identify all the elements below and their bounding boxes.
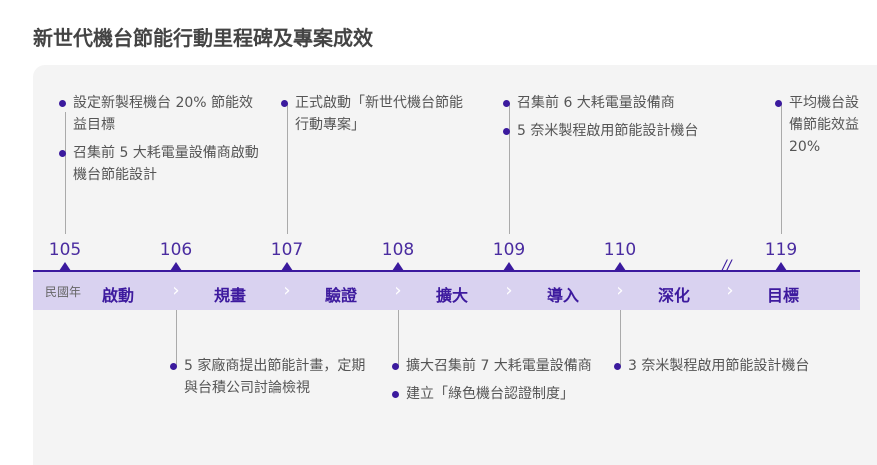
note-item: 擴大召集前 7 大耗電量設備商 <box>392 355 597 377</box>
connector <box>781 103 782 234</box>
year-106: 106 <box>159 240 193 260</box>
year-105: 105 <box>48 240 82 260</box>
phase-label: 驗證 <box>324 286 358 305</box>
marker-icon <box>614 262 626 271</box>
connector <box>287 103 288 234</box>
note-item: 召集前 6 大耗電量設備商 <box>503 92 703 114</box>
era-label: 民國年 <box>45 285 82 299</box>
phase-label: 深化 <box>657 286 691 305</box>
marker-icon <box>775 262 787 271</box>
chevron-right-icon: › <box>172 280 180 301</box>
note-110: 3 奈米製程啟用節能設計機台 <box>614 355 814 383</box>
chevron-right-icon: › <box>616 280 624 301</box>
note-item: 平均機台設備節能效益 20% <box>775 92 871 158</box>
phase-label: 規畫 <box>213 286 247 305</box>
note-item: 正式啟動「新世代機台節能行動專案」 <box>281 92 471 136</box>
note-109: 召集前 6 大耗電量設備商 5 奈米製程啟用節能設計機台 <box>503 92 703 148</box>
marker-icon <box>281 262 293 271</box>
note-item: 3 奈米製程啟用節能設計機台 <box>614 355 814 377</box>
phase-band <box>33 272 860 310</box>
marker-icon <box>59 262 71 271</box>
chevron-right-icon: › <box>283 280 291 301</box>
chevron-right-icon: › <box>505 280 513 301</box>
note-107: 正式啟動「新世代機台節能行動專案」 <box>281 92 471 142</box>
note-106: 5 家廠商提出節能計畫，定期與台積公司討論檢視 <box>170 355 370 405</box>
connector <box>509 103 510 234</box>
phase-label: 擴大 <box>435 286 469 305</box>
phase-label: 目標 <box>766 286 800 305</box>
marker-icon <box>170 262 182 271</box>
year-108: 108 <box>381 240 415 260</box>
connector <box>176 310 177 367</box>
phase-label: 啟動 <box>101 286 135 305</box>
note-item: 建立「綠色機台認證制度」 <box>392 383 597 405</box>
chevron-right-icon: › <box>394 280 402 301</box>
note-105: 設定新製程機台 20% 節能效益目標 召集前 5 大耗電量設備商啟動機台節能設計 <box>59 92 259 192</box>
note-item: 設定新製程機台 20% 節能效益目標 <box>59 92 259 136</box>
note-item: 5 奈米製程啟用節能設計機台 <box>503 120 703 142</box>
marker-icon <box>503 262 515 271</box>
connector <box>398 310 399 367</box>
connector <box>65 112 66 234</box>
page-title: 新世代機台節能行動里程碑及專案成效 <box>33 26 373 50</box>
year-107: 107 <box>270 240 304 260</box>
marker-icon <box>392 262 404 271</box>
year-109: 109 <box>492 240 526 260</box>
year-119: 119 <box>764 240 798 260</box>
connector <box>620 310 621 367</box>
axis-break-icon: // <box>722 258 732 274</box>
chevron-right-icon: › <box>726 280 734 301</box>
note-item: 5 家廠商提出節能計畫，定期與台積公司討論檢視 <box>170 355 370 399</box>
year-110: 110 <box>603 240 637 260</box>
timeline-axis <box>33 270 860 272</box>
phase-label: 導入 <box>546 286 580 305</box>
note-108: 擴大召集前 7 大耗電量設備商 建立「綠色機台認證制度」 <box>392 355 597 411</box>
note-item: 召集前 5 大耗電量設備商啟動機台節能設計 <box>59 142 259 186</box>
note-119: 平均機台設備節能效益 20% <box>775 92 871 164</box>
